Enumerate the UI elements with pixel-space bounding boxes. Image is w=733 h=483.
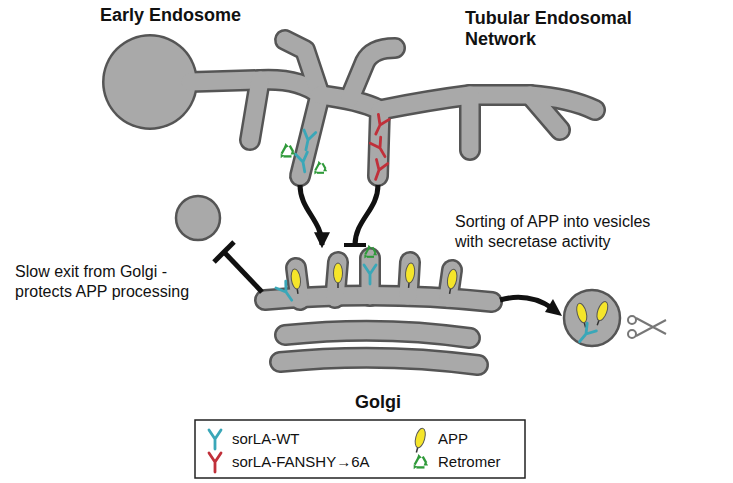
node-heading: Tubular Endosomal Network: [465, 8, 635, 50]
annotation-text: Sorting of APP into vesicles with secret…: [455, 212, 670, 252]
golgi-region: Golgi: [255, 245, 500, 415]
annotation-text: Slow exit from Golgi - protects APP proc…: [15, 262, 205, 302]
transport-arrow: [300, 185, 322, 245]
legend-label: sorLA-WT: [232, 430, 300, 448]
node-title: Golgi: [355, 392, 401, 413]
node-title: Early Endosome: [100, 5, 241, 26]
legend-label: sorLA-FANSHY→6A: [232, 453, 370, 471]
inhibition-connector: [355, 185, 378, 245]
legend-label: Retromer: [438, 453, 501, 471]
legend-label: APP: [438, 430, 468, 448]
endosome-region: Early Endosome Tubular Endosomal Network: [60, 0, 640, 185]
